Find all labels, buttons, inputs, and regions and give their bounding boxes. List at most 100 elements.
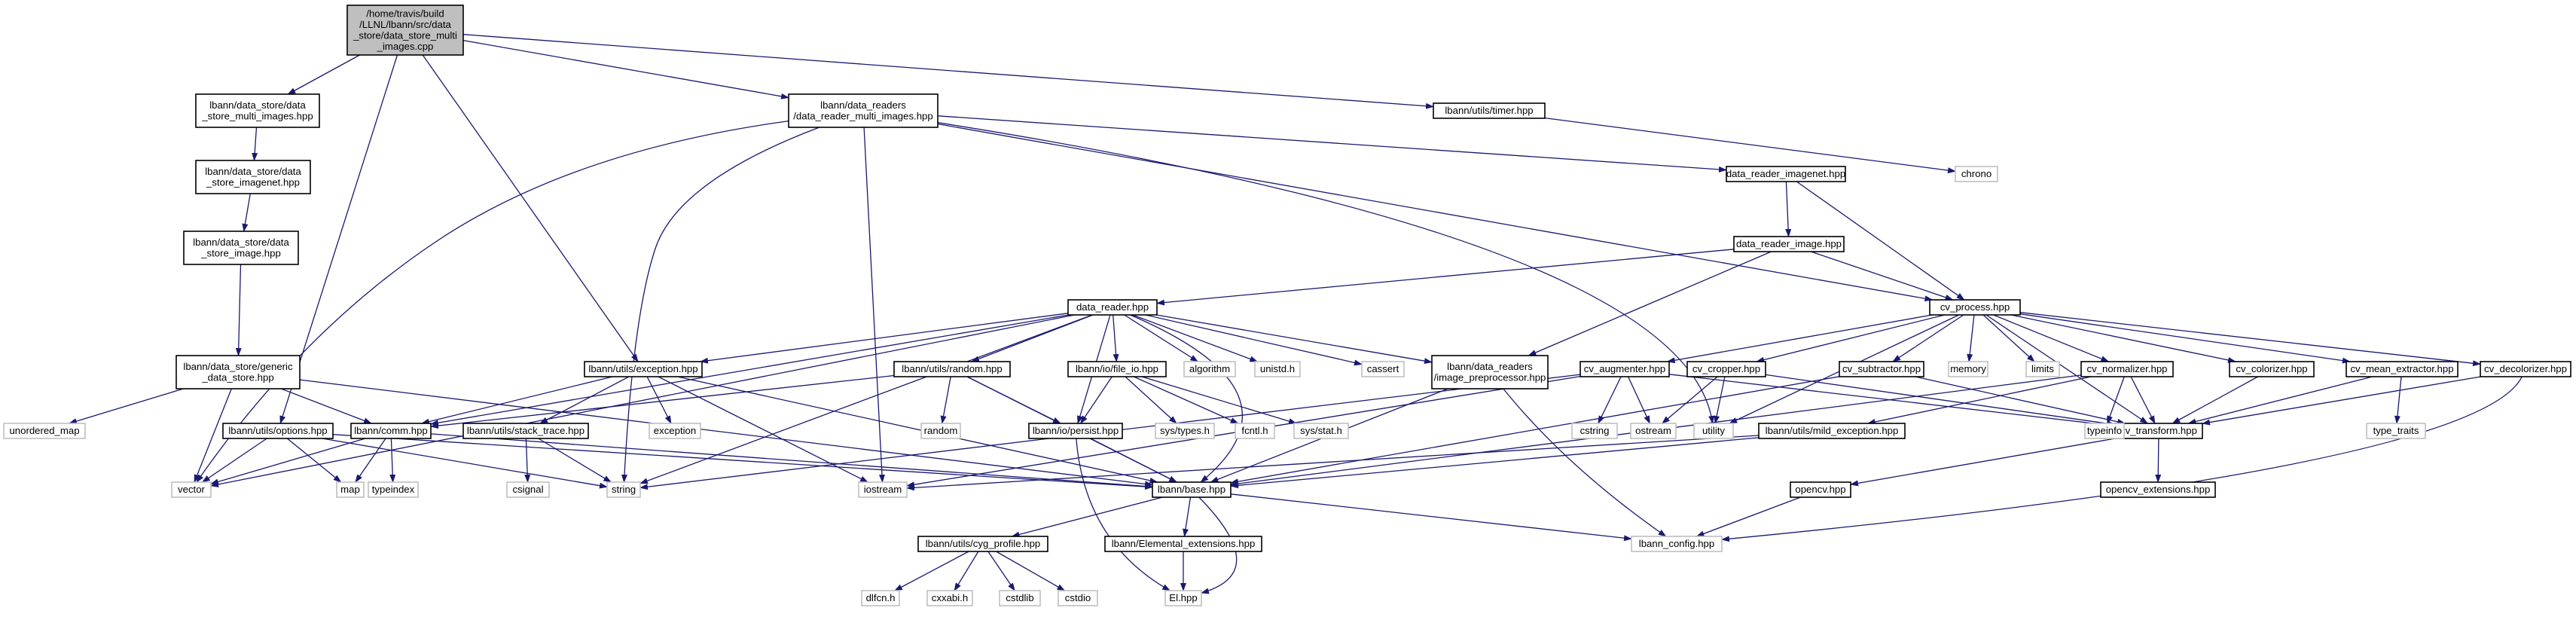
node-options[interactable]: lbann/utils/options.hpp — [222, 423, 334, 439]
edge-exception-to-base — [677, 376, 1158, 484]
node-opencv[interactable]: opencv.hpp — [1790, 481, 1851, 498]
node-random[interactable]: lbann/utils/random.hpp — [893, 361, 1011, 377]
node-label: lbann/data_store/generic — [183, 361, 293, 372]
edge-cv_process-to-cv_mean — [2019, 313, 2351, 364]
node-dr_multi[interactable]: lbann/data_readers/data_reader_multi_ima… — [788, 93, 939, 128]
node-cv_decolor[interactable]: cv_decolorizer.hpp — [2480, 361, 2571, 377]
node-cv_aug[interactable]: cv_augmenter.hpp — [1579, 361, 1670, 377]
edge-comm-to-vector — [210, 438, 366, 485]
node-data_reader[interactable]: data_reader.hpp — [1067, 299, 1158, 316]
node-img_pre[interactable]: lbann/data_readers/image_preprocessor.hp… — [1431, 355, 1549, 389]
node-label: typeindex — [372, 484, 415, 495]
node-label: string — [612, 484, 636, 495]
edge-cv_process-to-cv_aug — [1666, 314, 1933, 364]
node-dr_imagenet[interactable]: data_reader_imagenet.hpp — [1726, 166, 1846, 182]
node-box — [1686, 361, 1766, 377]
node-box — [336, 481, 365, 498]
node-label: /LLNL/lbann/src/data — [359, 19, 451, 30]
node-box — [1433, 102, 1546, 119]
node-label: lbann/base.hpp — [1158, 484, 1225, 495]
edge-ds_imagenet-to-ds_image — [242, 193, 251, 232]
node-ds_generic[interactable]: lbann/data_store/generic_data_store.hpp — [175, 355, 301, 389]
node-box — [175, 355, 301, 389]
edge-cv_norm-to-cv_transform — [2130, 376, 2156, 424]
edge-base-to-lbann_config — [1230, 493, 1632, 542]
node-label: lbann/comm.hpp — [354, 425, 428, 436]
edge-dr_imagenet-to-cv_process — [1796, 181, 1965, 301]
node-cv_process[interactable]: cv_process.hpp — [1929, 299, 2021, 316]
edge-cv_transform-to-opencv — [1850, 438, 2116, 487]
edge-data_reader-to-algorithm — [1124, 314, 1199, 362]
node-ds_multi[interactable]: lbann/data_store/data_store_multi_images… — [195, 93, 320, 128]
edge-cv_process-to-cv_norm — [1993, 314, 2110, 362]
edge-data_reader-to-string — [639, 314, 1093, 484]
node-limits: limits — [2025, 361, 2060, 377]
node-ds_imagenet[interactable]: lbann/data_store/data_store_imagenet.hpp — [195, 160, 311, 194]
node-comm[interactable]: lbann/comm.hpp — [350, 423, 432, 439]
node-label: opencv.hpp — [1795, 484, 1845, 495]
node-exception[interactable]: lbann/utils/exception.hpp — [584, 361, 703, 377]
node-ds_image[interactable]: lbann/data_store/data_store_image.hpp — [183, 231, 299, 265]
node-label: cstring — [1580, 425, 1610, 436]
node-label: cxxabi.h — [932, 592, 968, 603]
node-elem_ext[interactable]: lbann/Elemental_extensions.hpp — [1104, 536, 1262, 552]
node-box — [462, 423, 589, 439]
edge-dr_image-to-cv_process — [1811, 251, 1954, 301]
node-cv_sub[interactable]: cv_subtractor.hpp — [1839, 361, 1924, 377]
node-box — [606, 481, 641, 498]
node-base[interactable]: lbann/base.hpp — [1152, 481, 1232, 498]
node-label: lbann/utils/exception.hpp — [588, 363, 697, 374]
node-cv_crop[interactable]: cv_cropper.hpp — [1686, 361, 1766, 377]
edge-cv_aug-to-cv_transform — [1668, 374, 2116, 429]
edge-cyg-to-cstdlib — [987, 551, 1015, 591]
node-box — [350, 423, 432, 439]
node-label: chrono — [1961, 168, 1992, 179]
node-root[interactable]: /home/travis/build/LLNL/lbann/src/data_s… — [346, 5, 464, 56]
node-box — [584, 361, 703, 377]
node-ostream: ostream — [1630, 423, 1677, 439]
node-label: limits — [2031, 363, 2054, 374]
node-label: cassert — [1367, 363, 1399, 374]
node-map: map — [336, 481, 365, 498]
node-box — [222, 423, 334, 439]
edge-data_reader-to-unistd — [1132, 314, 1259, 362]
node-string: string — [606, 481, 641, 498]
node-box — [1293, 423, 1349, 439]
node-label: cv_transform.hpp — [2120, 425, 2197, 436]
node-label: lbann/data_store/data — [193, 237, 289, 248]
node-label: _data_store.hpp — [201, 371, 273, 383]
node-stack_trace[interactable]: lbann/utils/stack_trace.hpp — [462, 423, 589, 439]
node-dr_image[interactable]: data_reader_image.hpp — [1733, 236, 1845, 252]
edge-cv_process-to-cv_decolor — [2019, 312, 2481, 367]
node-cv_mean[interactable]: cv_mean_extractor.hpp — [2346, 361, 2458, 377]
node-mild_exc[interactable]: lbann/utils/mild_exception.hpp — [1758, 423, 1906, 439]
node-box — [926, 590, 973, 606]
node-file_io[interactable]: lbann/io/file_io.hpp — [1067, 361, 1167, 377]
node-label: lbann/utils/mild_exception.hpp — [1766, 425, 1899, 436]
node-cyg[interactable]: lbann/utils/cyg_profile.hpp — [917, 536, 1048, 552]
edge-comm-to-base — [430, 433, 1153, 490]
node-label: random — [924, 425, 958, 436]
node-persist[interactable]: lbann/io/persist.hpp — [1028, 423, 1123, 439]
node-timer[interactable]: lbann/utils/timer.hpp — [1433, 102, 1546, 119]
node-cv_color[interactable]: cv_colorizer.hpp — [2229, 361, 2315, 377]
edge-cv_process-to-memory — [1967, 314, 1975, 362]
edge-random-to-random_sys — [940, 376, 951, 424]
node-label: lbann_config.hpp — [1639, 538, 1714, 549]
node-label: data_reader_imagenet.hpp — [1726, 168, 1845, 179]
node-opencv_ext[interactable]: opencv_extensions.hpp — [2100, 481, 2216, 498]
node-label: typeinfo — [2087, 425, 2122, 436]
node-cv_norm[interactable]: cv_normalizer.hpp — [2080, 361, 2174, 377]
node-label: lbann/Elemental_extensions.hpp — [1112, 538, 1256, 549]
edge-dr_multi-to-cv_process — [937, 123, 1934, 302]
node-box — [1164, 590, 1202, 606]
node-label: map — [340, 484, 360, 495]
edge-cv_process-to-cv_crop — [1756, 314, 1945, 363]
node-cv_transform[interactable]: cv_transform.hpp — [2114, 423, 2203, 439]
edge-cv_process-to-cv_sub — [1892, 314, 1964, 362]
node-memory: memory — [1948, 361, 1988, 377]
node-label: lbann/utils/cyg_profile.hpp — [926, 538, 1041, 549]
node-chrono: chrono — [1955, 166, 1998, 182]
edge-cv_mean-to-type_traits — [2394, 376, 2402, 424]
node-label: cv_colorizer.hpp — [2236, 363, 2307, 374]
